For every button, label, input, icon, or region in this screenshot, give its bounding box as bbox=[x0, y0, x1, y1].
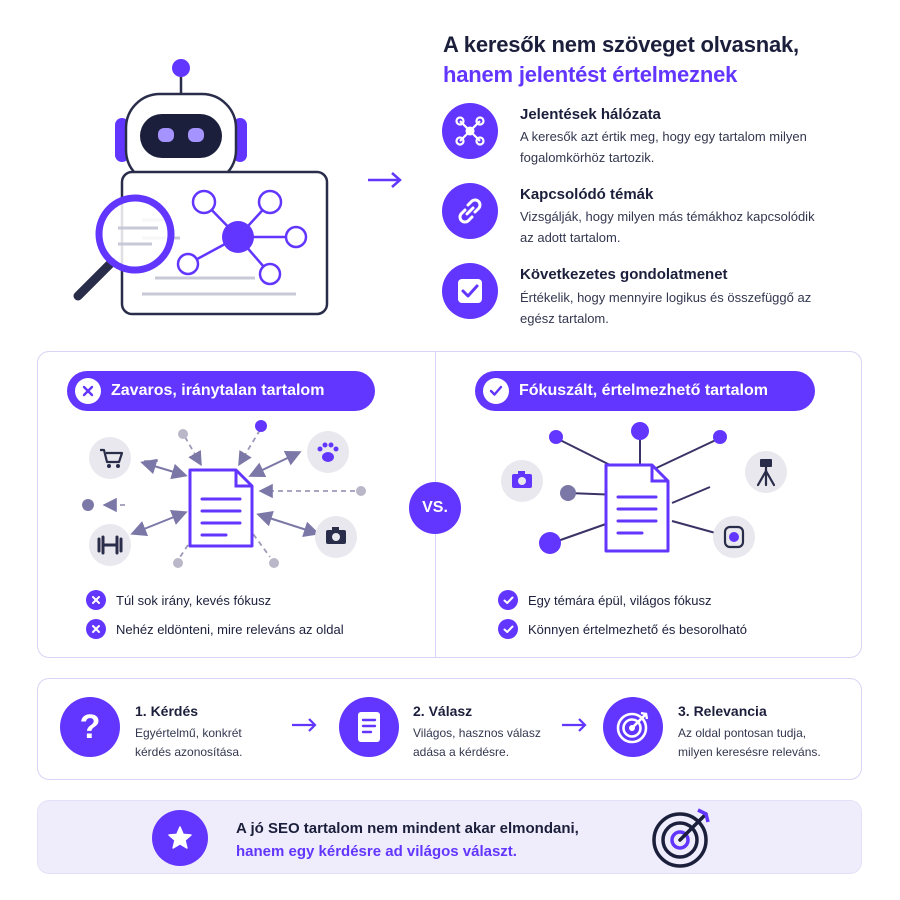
robot-antenna-icon bbox=[172, 59, 190, 77]
x-icon bbox=[86, 619, 106, 639]
paw-icon bbox=[307, 431, 349, 473]
camera-icon bbox=[315, 516, 357, 558]
focused-title: Fókuszált, értelmezhető tartalom bbox=[519, 382, 768, 399]
focused-bullet-text: Könnyen értelmezhető és besorolható bbox=[528, 621, 747, 637]
check-icon bbox=[498, 590, 518, 610]
network-icon bbox=[442, 103, 498, 159]
footer-line-2: hanem egy kérdésre ad világos választ. bbox=[236, 843, 517, 860]
focused-bullet-text: Egy témára épül, világos fókusz bbox=[528, 592, 712, 608]
feature-desc: Értékelik, hogy mennyire logikus és össz… bbox=[520, 290, 812, 326]
dumbbell-icon bbox=[89, 524, 131, 566]
lens-icon bbox=[713, 516, 755, 558]
tripod-icon bbox=[745, 451, 787, 493]
steps-panel bbox=[37, 678, 862, 780]
unfocused-bullet-text: Túl sok irány, kevés fókusz bbox=[116, 592, 272, 608]
star-icon bbox=[152, 810, 208, 866]
x-icon bbox=[86, 590, 106, 610]
unfocused-title: Zavaros, iránytalan tartalom bbox=[111, 382, 325, 399]
focused-bullet: Könnyen értelmezhető és besorolható bbox=[498, 619, 747, 639]
arrow-right-icon bbox=[562, 718, 587, 732]
step-title: 1. Kérdés bbox=[135, 703, 199, 719]
chaotic-diagram bbox=[82, 420, 366, 568]
camera-icon bbox=[501, 460, 543, 502]
unfocused-title-pill: Zavaros, iránytalan tartalom bbox=[67, 371, 375, 411]
document-icon bbox=[188, 468, 254, 548]
document-icon bbox=[604, 463, 670, 553]
feature-desc: A keresők azt értik meg, hogy egy tartal… bbox=[520, 129, 807, 165]
focused-bullet: Egy témára épül, világos fókusz bbox=[498, 590, 712, 610]
document-icon bbox=[339, 697, 399, 757]
arrow-right-icon bbox=[292, 718, 317, 732]
check-icon bbox=[483, 378, 509, 404]
magnifier-icon bbox=[73, 194, 175, 301]
link-icon bbox=[442, 183, 498, 239]
step-title: 3. Relevancia bbox=[678, 703, 767, 719]
focused-title-pill: Fókuszált, értelmezhető tartalom bbox=[475, 371, 815, 411]
step-title: 2. Válasz bbox=[413, 703, 473, 719]
arrow-right-icon bbox=[368, 172, 402, 188]
shopping-cart-icon bbox=[89, 437, 131, 479]
checkbox-icon bbox=[442, 263, 498, 319]
unfocused-bullet: Túl sok irány, kevés fókusz bbox=[86, 590, 271, 610]
x-icon bbox=[75, 378, 101, 404]
feature-desc: Vizsgálják, hogy milyen más témákhoz kap… bbox=[520, 209, 815, 245]
robot-search-illustration bbox=[73, 59, 329, 316]
step-desc: Az oldal pontosan tudja,milyen keresésre… bbox=[678, 726, 821, 759]
feature-title: Kapcsolódó témák bbox=[520, 186, 654, 203]
check-icon bbox=[498, 619, 518, 639]
feature-title: Következetes gondolatmenet bbox=[520, 266, 728, 283]
focused-diagram bbox=[501, 422, 787, 558]
vs-badge: VS. bbox=[409, 482, 461, 534]
question-icon: ? bbox=[60, 697, 120, 757]
target-icon bbox=[603, 697, 663, 757]
target-icon bbox=[652, 808, 710, 868]
unfocused-bullet-text: Nehéz eldönteni, mire releváns az oldal bbox=[116, 621, 344, 637]
feature-title: Jelentések hálózata bbox=[520, 106, 661, 123]
page-title: A keresők nem szöveget olvasnak, bbox=[443, 32, 799, 57]
unfocused-bullet: Nehéz eldönteni, mire releváns az oldal bbox=[86, 619, 344, 639]
page-subtitle: hanem jelentést értelmeznek bbox=[443, 62, 738, 87]
footer-line-1: A jó SEO tartalom nem mindent akar elmon… bbox=[236, 820, 579, 837]
